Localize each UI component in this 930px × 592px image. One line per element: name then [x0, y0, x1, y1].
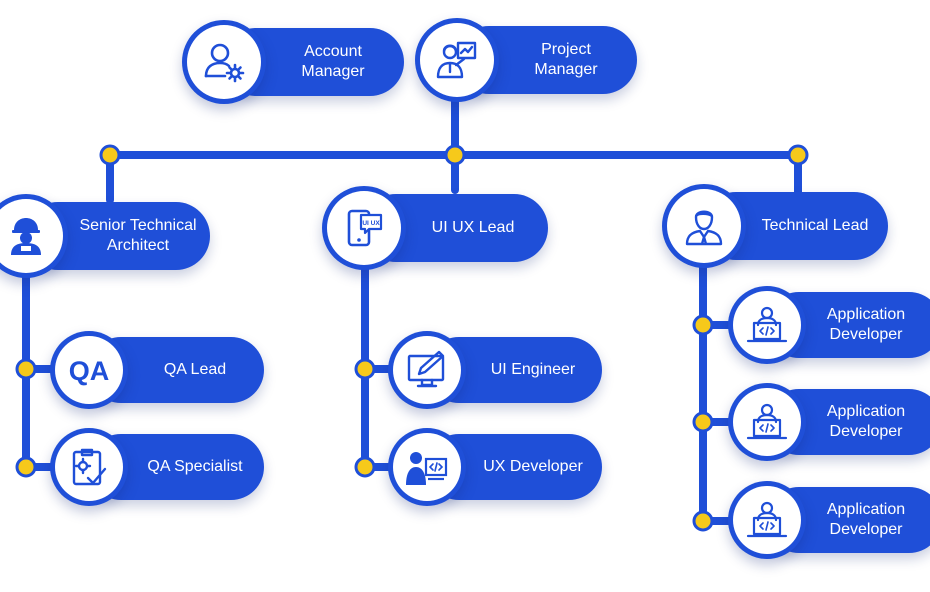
node-ui-engineer: UI Engineer	[388, 331, 602, 409]
node-label: Application Developer	[826, 403, 906, 440]
node-icon-circle	[388, 428, 466, 506]
manager-presentation-icon	[436, 41, 477, 79]
node-application-developer-2: Application Developer	[728, 383, 930, 461]
node-icon-circle	[728, 383, 806, 461]
node-icon-circle	[0, 194, 68, 278]
hard-hat-worker-icon	[11, 218, 41, 255]
developer-laptop-icon	[746, 501, 788, 538]
junction-dot	[15, 456, 37, 478]
junction-dot	[354, 456, 376, 478]
node-label: UI Engineer	[490, 361, 576, 378]
node-label: Account Manager	[301, 43, 365, 80]
node-icon-circle	[388, 331, 466, 409]
node-label: Application Developer	[826, 501, 906, 538]
monitor-pen-icon	[407, 350, 445, 388]
node-icon-circle	[182, 20, 266, 104]
node-project-manager: Project Manager	[415, 18, 637, 102]
node-icon-circle	[662, 184, 746, 268]
junction-dot	[692, 314, 714, 336]
qa-text-icon: QA	[69, 356, 110, 386]
checklist-gear-icon	[72, 448, 107, 486]
node-label: UX Developer	[483, 458, 583, 475]
junction-dot	[444, 144, 466, 166]
developer-laptop-icon	[746, 403, 788, 440]
node-icon-circle	[50, 428, 128, 506]
qa-icon-text: QA	[69, 356, 110, 386]
node-account-manager: Account Manager	[182, 20, 404, 104]
junction-dot	[354, 358, 376, 380]
junction-dot	[692, 411, 714, 433]
node-label: QA Lead	[163, 361, 227, 378]
node-icon-circle	[728, 286, 806, 364]
node-qa-specialist: QA Specialist	[50, 428, 264, 506]
junction-dot	[692, 510, 714, 532]
node-label: QA Specialist	[147, 458, 243, 475]
node-ux-developer: UX Developer	[388, 428, 602, 506]
node-technical-lead: Technical Lead	[662, 184, 888, 268]
node-icon-circle: QA	[50, 331, 128, 409]
junction-dot	[15, 358, 37, 380]
node-label: Application Developer	[826, 306, 906, 343]
node-ui-ux-lead: UI UX Lead UI UX	[322, 186, 548, 270]
node-application-developer-1: Application Developer	[728, 286, 930, 364]
junction-dot	[787, 144, 809, 166]
node-icon-circle	[728, 481, 806, 559]
person-code-monitor-icon	[406, 452, 448, 485]
node-application-developer-3: Application Developer	[728, 481, 930, 559]
node-label: Senior Technical Architect	[79, 217, 197, 254]
developer-laptop-icon	[746, 306, 788, 343]
node-senior-technical-architect: Senior Technical Architect	[0, 194, 210, 278]
node-icon-circle: UI UX	[322, 186, 406, 270]
node-label: UI UX Lead	[431, 219, 515, 236]
node-label: Project Manager	[534, 41, 598, 78]
user-gear-icon	[204, 43, 245, 83]
node-icon-circle	[415, 18, 499, 102]
uiux-icon-text: UI UX	[362, 220, 380, 227]
junction-dot	[99, 144, 121, 166]
businessman-icon	[685, 210, 723, 246]
node-label: Technical Lead	[761, 217, 869, 234]
node-qa-lead: QA Lead QA	[50, 331, 264, 409]
mobile-uiux-icon: UI UX	[347, 209, 383, 247]
